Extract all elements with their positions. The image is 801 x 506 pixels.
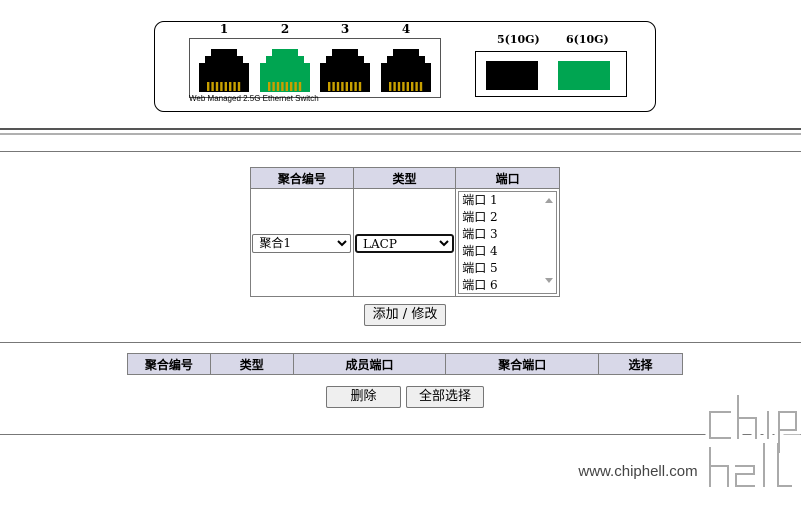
listbox-scrollbar[interactable] — [542, 192, 557, 293]
divider-middle — [0, 342, 801, 343]
port-label-3: 3 — [340, 22, 350, 36]
form-header-port: 端口 — [455, 167, 560, 189]
agg-id-cell: 聚合1 — [250, 188, 354, 297]
list-header-select: 选择 — [598, 353, 683, 375]
form-header-type: 类型 — [352, 167, 457, 189]
port-option-6[interactable]: 端口 6 — [462, 278, 498, 292]
port-option-1[interactable]: 端口 1 — [462, 193, 498, 207]
aggregation-list-table: 聚合编号 类型 成员端口 聚合端口 选择 — [127, 353, 683, 375]
port-listbox[interactable]: 端口 1 端口 2 端口 3 端口 4 端口 5 端口 6 — [458, 191, 558, 294]
sfp-label-5: 5(10G) — [497, 33, 540, 46]
divider-bottom — [0, 434, 801, 435]
list-header-agg-id: 聚合编号 — [127, 353, 211, 375]
list-header-type: 类型 — [209, 353, 294, 375]
list-header-agg-port: 聚合端口 — [445, 353, 600, 375]
aggregation-type-select[interactable]: LACP — [355, 233, 455, 253]
divider-section — [0, 151, 801, 152]
sfp-port-5[interactable] — [486, 61, 538, 90]
svg-text:www.chiphell.com: www.chiphell.com — [577, 463, 697, 480]
port-option-2[interactable]: 端口 2 — [462, 210, 498, 224]
port-option-5[interactable]: 端口 5 — [462, 261, 498, 275]
list-header-members: 成员端口 — [292, 353, 447, 375]
rj45-port-icon — [199, 49, 249, 92]
scroll-up-arrow-icon[interactable] — [545, 198, 554, 203]
divider-top-shadow — [0, 133, 801, 135]
port-label-4: 4 — [401, 22, 411, 36]
port-cell: 端口 1 端口 2 端口 3 端口 4 端口 5 端口 6 — [455, 188, 560, 297]
type-cell: LACP — [352, 188, 457, 297]
switch-model-name: Web Managed 2.5G Ethernet Switch — [189, 94, 319, 103]
ethernet-port-3[interactable] — [318, 46, 372, 92]
rj45-port-icon — [381, 49, 431, 92]
aggregation-form-table: 聚合编号 类型 端口 聚合1 LACP 端口 1 端口 2 端口 3 端口 4 … — [250, 167, 560, 297]
ethernet-port-group — [189, 38, 441, 98]
port-option-4[interactable]: 端口 4 — [462, 244, 498, 258]
sfp-port-6[interactable] — [558, 61, 610, 90]
divider-top — [0, 128, 801, 130]
port-label-1: 1 — [219, 22, 229, 36]
chiphell-url: www.chiphell.com — [577, 463, 697, 480]
rj45-port-icon — [260, 49, 310, 92]
sfp-label-6: 6(10G) — [566, 33, 609, 46]
port-option-3[interactable]: 端口 3 — [462, 227, 498, 241]
ethernet-port-2[interactable] — [258, 46, 312, 92]
aggregation-id-select[interactable]: 聚合1 — [252, 233, 352, 253]
port-label-2: 2 — [280, 22, 290, 36]
rj45-port-icon — [320, 49, 370, 92]
ethernet-port-1[interactable] — [197, 46, 251, 92]
add-modify-button[interactable]: 添加 / 修改 — [364, 304, 446, 326]
delete-button[interactable]: 删除 — [326, 386, 401, 408]
chiphell-watermark: www.chiphell.com www.chiphell.com — [572, 390, 801, 500]
scroll-down-arrow-icon[interactable] — [545, 278, 554, 283]
chiphell-logo-icon: www.chiphell.com www.chiphell.com — [576, 391, 801, 491]
select-all-button[interactable]: 全部选择 — [406, 386, 484, 408]
form-header-agg-id: 聚合编号 — [250, 167, 354, 189]
ethernet-port-4[interactable] — [379, 46, 433, 92]
